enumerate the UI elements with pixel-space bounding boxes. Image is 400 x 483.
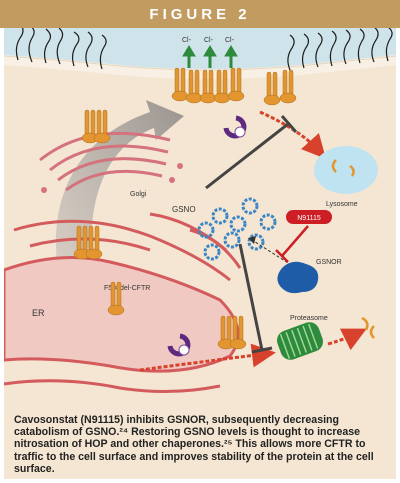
chaperone-complex-membrane — [223, 115, 247, 139]
proteasome — [277, 322, 323, 360]
n91115-label: N91115 — [297, 215, 321, 222]
gsnor-enzyme — [277, 261, 319, 294]
golgi-label: Golgi — [130, 191, 147, 198]
lysosome-label: Lysosome — [326, 201, 358, 208]
gsno-label: GSNO — [172, 205, 196, 214]
gsno-molecules — [197, 197, 277, 261]
gsnor-catabolism-arrow — [251, 239, 297, 269]
f508del-label: F508del-CFTR — [104, 285, 150, 292]
lysosome — [314, 146, 378, 194]
figure-banner: FIGURE 2 — [0, 0, 400, 28]
gsnor-label: GSNOR — [316, 259, 342, 266]
extracellular-space — [4, 28, 396, 74]
gsno-to-membrane-inhibit — [205, 122, 289, 190]
cftr-pathway-diagram: Golgi ER F508del-CFTR — [4, 28, 396, 394]
arrow-proteasome-to-fragments — [327, 328, 367, 351]
cftr-golgi-channels — [81, 109, 111, 144]
gsno-to-degradation-inhibit — [238, 243, 264, 351]
arrow-er-to-proteasome — [139, 343, 276, 372]
chloride-label-1: Cl- — [182, 37, 192, 44]
endoplasmic-reticulum — [4, 212, 242, 394]
glycocalyx-strands — [15, 28, 393, 71]
er-label: ER — [32, 308, 45, 318]
arrow-membrane-to-lysosome — [259, 110, 327, 159]
chloride-efflux-arrows — [182, 45, 238, 68]
trafficking-arc — [55, 100, 184, 300]
diagram-panel: Golgi ER F508del-CFTR — [4, 28, 396, 479]
n91115-inhibit-line — [281, 225, 309, 257]
n91115-badge — [286, 210, 332, 224]
proteasome-label: Proteasome — [290, 315, 328, 322]
degraded-fragments — [361, 316, 375, 339]
figure-title: FIGURE 2 — [149, 6, 251, 23]
chloride-label-2: Cl- — [204, 37, 214, 44]
chaperone-complex-er — [167, 333, 191, 357]
figure-caption: Cavosonstat (N91115) inhibits GSNOR, sub… — [14, 414, 374, 475]
chloride-label-3: Cl- — [225, 37, 235, 44]
lysosome-fragments — [331, 159, 355, 177]
